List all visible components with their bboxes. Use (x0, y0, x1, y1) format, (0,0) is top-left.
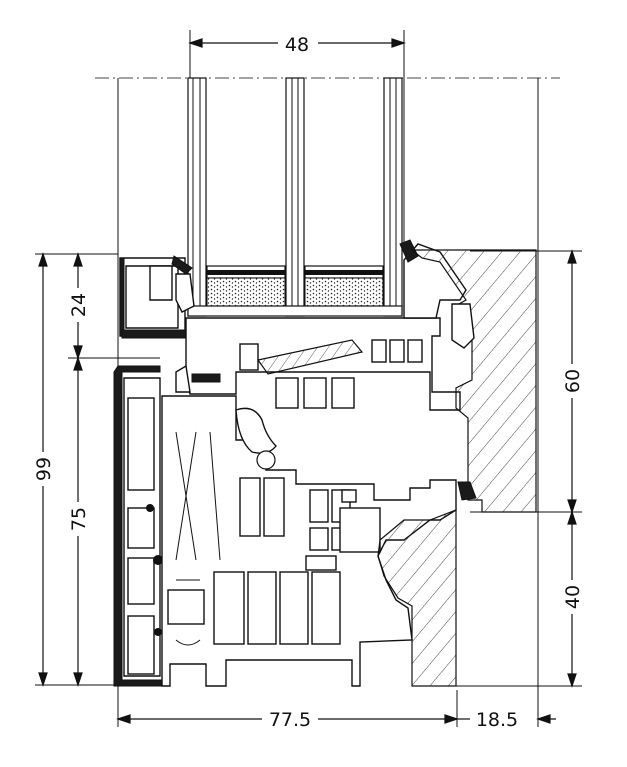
dimension-48-label: 48 (285, 34, 309, 56)
dimension-75-label: 75 (68, 507, 90, 531)
sash-profile (175, 239, 467, 411)
dimension-18-5-label: 18.5 (476, 709, 518, 731)
dimension-60-label: 60 (562, 369, 584, 393)
wall-reveal-upper (410, 249, 537, 513)
dimension-24-label: 24 (68, 293, 90, 317)
triple-glazing-unit (187, 77, 403, 317)
dimension-77-5-label: 77.5 (269, 709, 311, 731)
dimension-99-label: 99 (33, 457, 55, 481)
dimension-40-label: 40 (562, 585, 584, 609)
wall-reveal-lower (377, 509, 457, 687)
main-frame-profile (161, 395, 457, 687)
outer-aluminium-cover (113, 255, 195, 687)
